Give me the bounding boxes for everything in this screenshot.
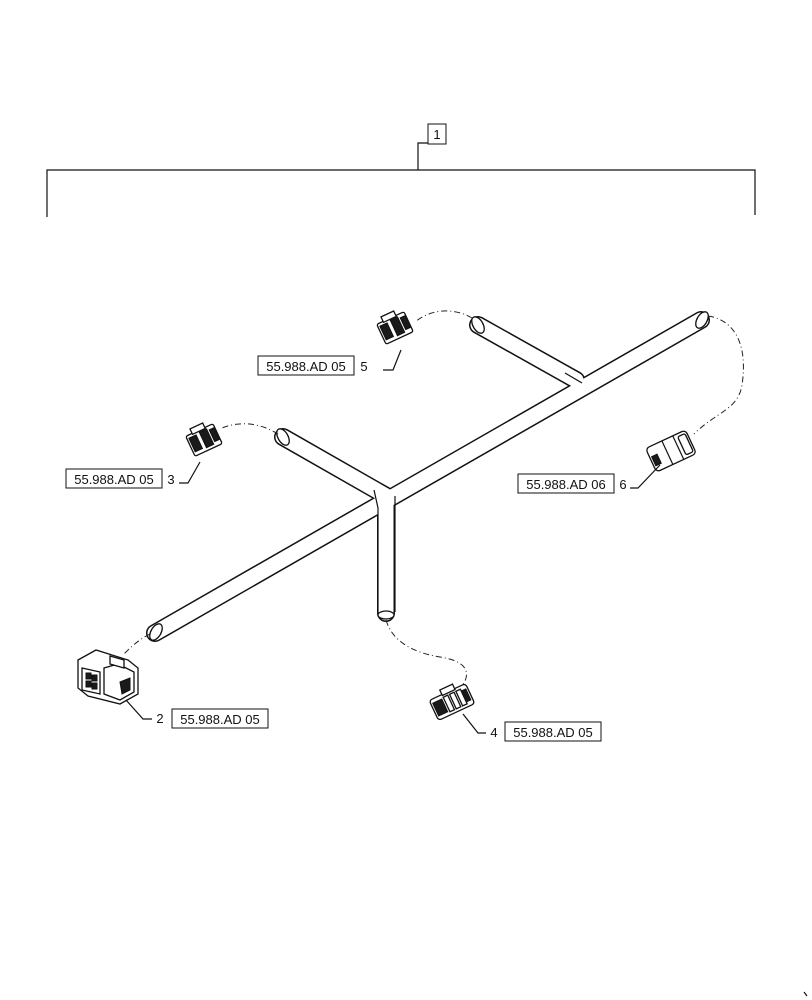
connector-5 bbox=[376, 310, 414, 345]
wire-leads bbox=[123, 310, 744, 687]
callout-5: 5 55.988.AD 05 bbox=[257, 349, 402, 376]
tube-end-branch3 bbox=[276, 428, 290, 446]
callout-3: 3 55.988.AD 05 bbox=[65, 461, 201, 489]
callout-3-ref: 55.988.AD 05 bbox=[74, 472, 154, 487]
assembly-bracket: 1 bbox=[46, 123, 756, 217]
callout-2-number: 2 bbox=[156, 711, 163, 726]
callout-6-ref: 55.988.AD 06 bbox=[526, 477, 606, 492]
harness-tubes bbox=[146, 311, 710, 642]
callout-3-number: 3 bbox=[167, 472, 174, 487]
connector-3 bbox=[185, 422, 223, 457]
corner-tick bbox=[803, 991, 808, 997]
callout-4-number: 4 bbox=[490, 725, 497, 740]
tube-end-right bbox=[695, 311, 709, 329]
callout-6-number: 6 bbox=[619, 477, 626, 492]
connector-4 bbox=[429, 683, 475, 721]
callout-2-ref: 55.988.AD 05 bbox=[180, 712, 260, 727]
callout-2: 2 55.988.AD 05 bbox=[125, 699, 269, 729]
callout-5-ref: 55.988.AD 05 bbox=[266, 359, 346, 374]
callout-4: 4 55.988.AD 05 bbox=[462, 713, 602, 742]
callout-6: 6 55.988.AD 06 bbox=[517, 464, 661, 494]
assembly-item-number: 1 bbox=[433, 127, 440, 142]
connector-6 bbox=[646, 430, 696, 472]
tube-end-top bbox=[471, 316, 485, 334]
tube-end-bottom bbox=[377, 610, 395, 620]
callout-5-number: 5 bbox=[360, 359, 367, 374]
callout-4-ref: 55.988.AD 05 bbox=[513, 725, 593, 740]
connector-2 bbox=[77, 649, 139, 705]
tube-end-left bbox=[149, 623, 163, 641]
